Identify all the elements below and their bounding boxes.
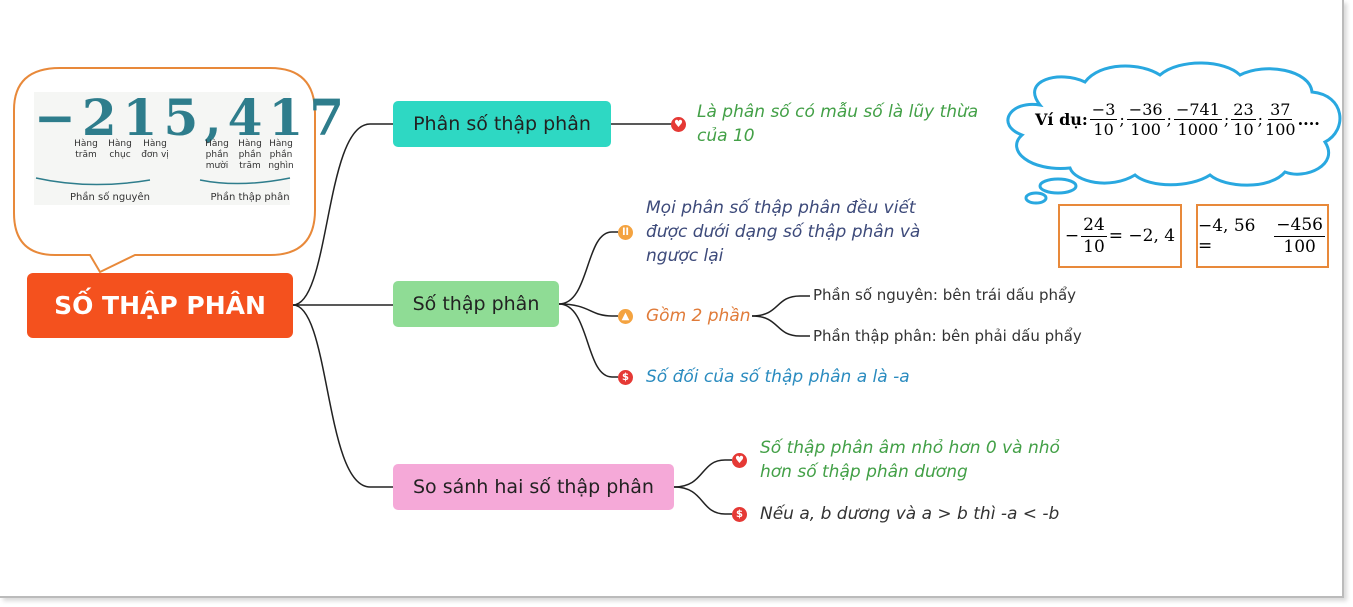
integer-part-label: Phần số nguyên xyxy=(70,192,150,203)
branch-phan-so-thap-phan[interactable]: Phân số thập phân xyxy=(393,101,611,147)
heart-icon: ♥ xyxy=(732,453,747,468)
decimal-number-example: −215,417 xyxy=(34,88,351,147)
box-rest: = −2, 4 xyxy=(1108,226,1176,246)
box-lead: − xyxy=(1064,226,1080,246)
cloud-shape xyxy=(1006,61,1342,205)
place-label: Hàng trăm xyxy=(74,139,98,160)
leaf-definition[interactable]: Là phân số có mẫu số là lũy thừa của 10 xyxy=(697,102,979,146)
branch-so-thap-phan[interactable]: Số thập phân xyxy=(393,281,559,327)
separator: ; xyxy=(1223,110,1230,129)
place-label: Hàng đơn vị xyxy=(141,139,169,160)
root-node[interactable]: SỐ THẬP PHÂN xyxy=(27,273,293,338)
leaf-negative-compare[interactable]: Số thập phân âm nhỏ hơn 0 và nhỏ hơn số … xyxy=(760,438,1060,482)
cloud-prefix: Ví dụ: xyxy=(1035,110,1088,129)
leaf-opposite-compare[interactable]: Nếu a, b dương và a > b thì -a < -b xyxy=(760,504,1060,524)
sub-decimal-part[interactable]: Phần thập phân: bên phải dấu phẩy xyxy=(813,327,1082,345)
pause-icon: ll xyxy=(618,225,633,240)
sub-integer-part[interactable]: Phần số nguyên: bên trái dấu phẩy xyxy=(813,286,1077,304)
separator: ; xyxy=(1166,110,1172,129)
place-label: Hàng phần mười xyxy=(205,139,229,171)
bell-icon: ▲ xyxy=(618,309,633,324)
cloud-suffix: .... xyxy=(1297,110,1320,129)
separator: ; xyxy=(1257,110,1264,129)
box-lead: −4, 56 = xyxy=(1198,216,1256,256)
leaf-conversion[interactable]: Mọi phân số thập phân đều viết được dưới… xyxy=(646,198,921,266)
leaf-two-parts[interactable]: Gồm 2 phần xyxy=(646,306,751,326)
dollar-icon: $ xyxy=(732,507,747,522)
branch-so-sanh[interactable]: So sánh hai số thập phân xyxy=(393,464,674,510)
dollar-icon: $ xyxy=(618,370,633,385)
heart-icon: ♥ xyxy=(671,117,686,132)
place-label: Hàng phần nghìn xyxy=(268,139,294,171)
separator: ; xyxy=(1119,110,1125,129)
place-label: Hàng chục xyxy=(108,139,132,160)
canvas-frame xyxy=(0,0,1344,598)
leaf-opposite[interactable]: Số đối của số thập phân a là -a xyxy=(646,367,910,387)
decimal-part-label: Phần thập phân xyxy=(210,192,290,203)
place-label: Hàng phần trăm xyxy=(238,139,262,171)
